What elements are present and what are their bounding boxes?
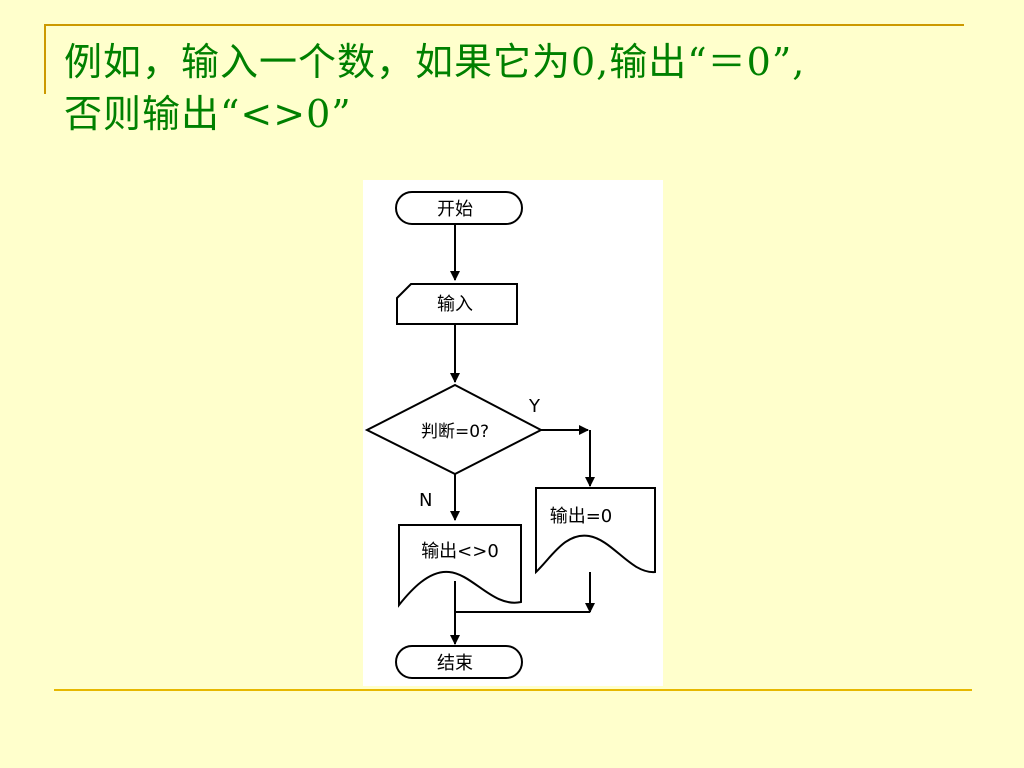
slide-title: 例如，输入一个数，如果它为0,输出“＝0”, 否则输出“<>0” xyxy=(64,36,984,140)
start-terminal xyxy=(395,191,523,225)
bottom-rule xyxy=(54,689,972,691)
end-label: 结束 xyxy=(437,653,473,674)
end-terminal xyxy=(395,645,523,679)
output-not-zero-box xyxy=(398,524,522,608)
top-accent-line xyxy=(44,24,964,26)
start-label: 开始 xyxy=(437,199,473,220)
output-equal-zero-box xyxy=(535,487,656,575)
left-accent-line xyxy=(44,24,46,94)
input-box xyxy=(396,283,518,325)
input-label: 输入 xyxy=(437,294,473,315)
slide-title-line-1: 例如，输入一个数，如果它为0,输出“＝0”, xyxy=(64,40,806,84)
flowchart-canvas: 开始 输入 判断=0? Y N 输出=0 输出<>0 结束 xyxy=(364,191,656,679)
output-yes-label: 输出=0 xyxy=(550,506,613,527)
output-no-label: 输出<>0 xyxy=(421,541,499,562)
yes-label: Y xyxy=(528,396,541,417)
flowchart: 开始 输入 判断=0? Y N 输出=0 输出<>0 结束 xyxy=(363,180,663,686)
no-label: N xyxy=(419,490,432,511)
decision-label: 判断=0? xyxy=(421,422,489,442)
slide-title-line-2: 否则输出“<>0” xyxy=(64,92,352,136)
